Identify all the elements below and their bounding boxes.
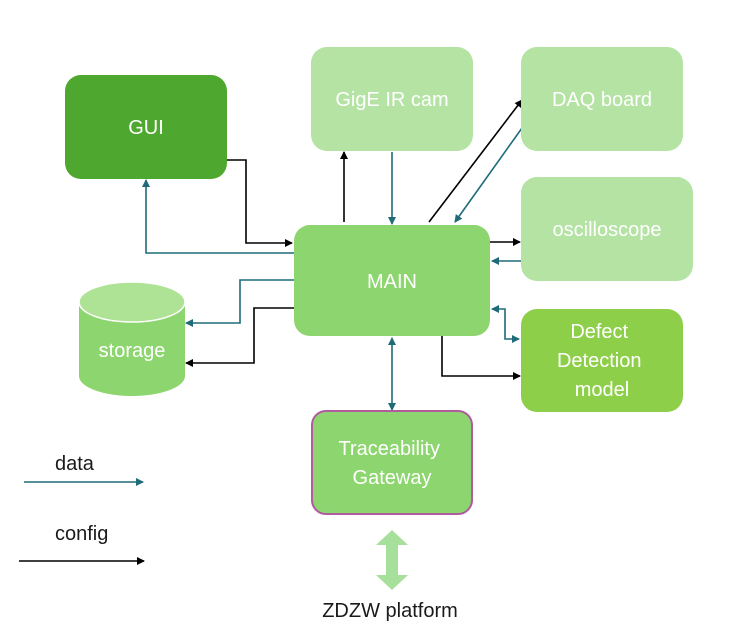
data-main-to-gui bbox=[142, 179, 294, 254]
oscilloscope-box bbox=[521, 177, 693, 281]
defect-detection-line-2: Detection bbox=[557, 350, 642, 372]
gui-label: GUI bbox=[128, 117, 164, 139]
node-storage: storage bbox=[78, 281, 186, 396]
data-main-defect-bidirectional bbox=[491, 305, 520, 343]
zdzw-platform-label: ZDZW platform bbox=[322, 600, 458, 622]
traceability-line-1: Traceability bbox=[338, 438, 440, 460]
data-main-to-storage bbox=[185, 279, 294, 327]
legend: data config bbox=[19, 453, 145, 565]
defect-detection-line-3: model bbox=[575, 379, 629, 401]
defect-detection-label: Defect Detection model bbox=[557, 321, 647, 401]
node-gige-ir-cam: GigE IR cam bbox=[311, 47, 473, 151]
config-gui-to-main bbox=[227, 159, 293, 247]
node-daq-board: DAQ board bbox=[521, 47, 683, 151]
main-label: MAIN bbox=[367, 271, 417, 293]
gui-box bbox=[65, 75, 227, 179]
config-main-to-daq bbox=[428, 99, 523, 223]
zdzw-link: ZDZW platform bbox=[322, 530, 458, 622]
oscilloscope-label: oscilloscope bbox=[553, 219, 662, 241]
legend-data-label: data bbox=[55, 453, 95, 475]
legend-config-label: config bbox=[55, 523, 108, 545]
node-main: MAIN bbox=[294, 225, 490, 336]
connectors bbox=[142, 99, 523, 411]
daq-board-box bbox=[521, 47, 683, 151]
defect-detection-line-1: Defect bbox=[570, 321, 628, 343]
zdzw-double-arrow bbox=[376, 530, 408, 590]
traceability-line-2: Gateway bbox=[353, 467, 432, 489]
config-main-to-defect bbox=[441, 336, 521, 380]
traceability-gateway-label: Traceability Gateway bbox=[338, 438, 445, 489]
defect-detection-box bbox=[521, 309, 683, 412]
data-daq-to-main bbox=[454, 127, 523, 223]
storage-label: storage bbox=[99, 340, 166, 362]
node-gui: GUI bbox=[65, 75, 227, 179]
node-traceability-gateway: Traceability Gateway bbox=[311, 410, 473, 515]
config-main-to-storage bbox=[185, 307, 294, 367]
main-box bbox=[294, 225, 490, 336]
gige-ir-cam-box bbox=[311, 47, 473, 151]
storage-cylinder-top bbox=[78, 281, 186, 323]
node-defect-detection-model: Defect Detection model bbox=[521, 309, 683, 412]
traceability-gateway-box bbox=[311, 410, 473, 515]
daq-board-label: DAQ board bbox=[552, 89, 652, 111]
node-oscilloscope: oscilloscope bbox=[521, 177, 693, 281]
gige-ir-cam-label: GigE IR cam bbox=[335, 89, 448, 111]
